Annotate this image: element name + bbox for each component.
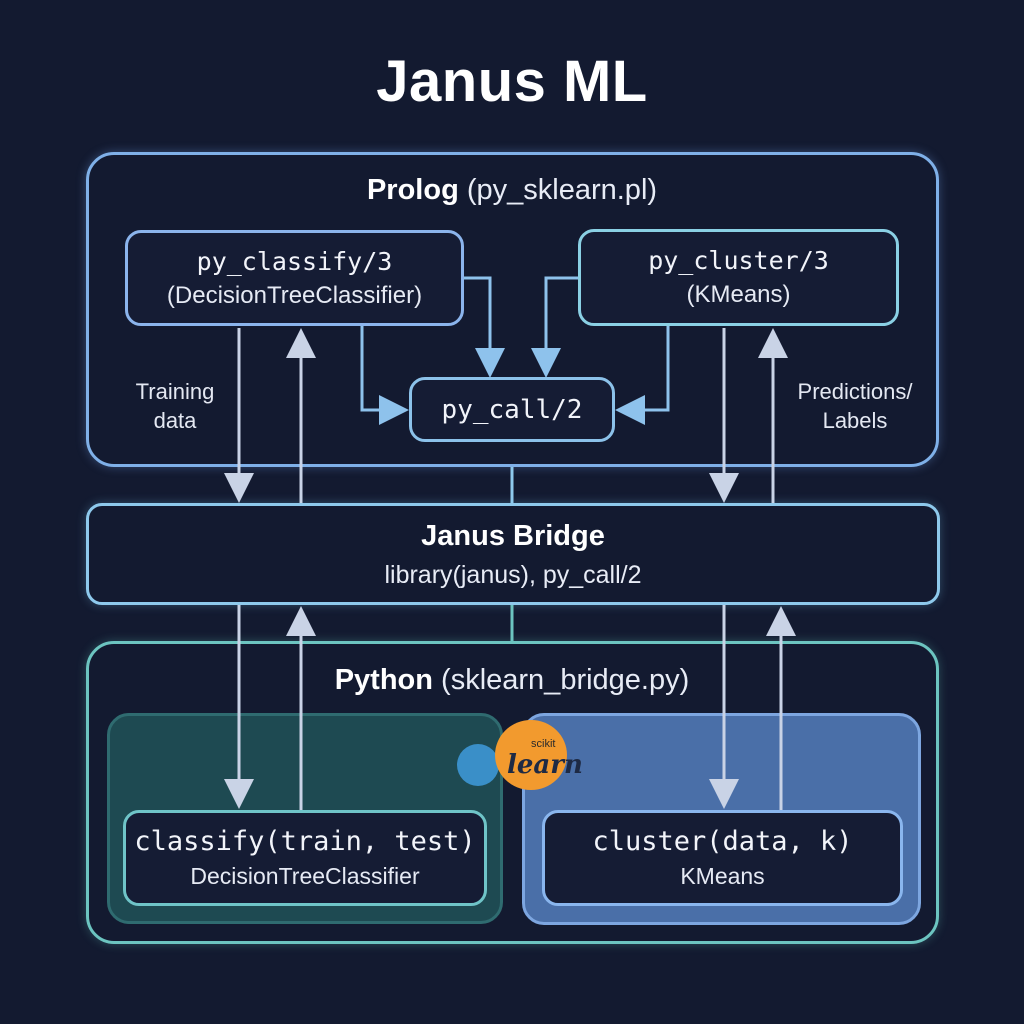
py-classify-name: py_classify/3 [196, 246, 393, 276]
py-cluster-detail: (KMeans) [686, 281, 791, 308]
predictions-label-line1: Predictions/ [797, 379, 913, 404]
classify-function-name: classify(train, test) [134, 826, 476, 857]
python-label-file: (sklearn_bridge.py) [432, 664, 690, 696]
cluster-function-node: cluster(data, k) KMeans [542, 810, 903, 906]
prolog-panel [86, 152, 939, 467]
scikit-learn-logo: scikit learn [455, 720, 590, 800]
py-cluster-name: py_cluster/3 [648, 246, 829, 275]
janus-bridge-subtitle: library(janus), py_call/2 [384, 561, 642, 589]
py-call-name: py_call/2 [441, 394, 583, 425]
classify-function-detail: DecisionTreeClassifier [190, 863, 420, 889]
cluster-to-pycall-arrow [531, 276, 578, 378]
training-label-line1: Training [135, 379, 215, 404]
janus-bridge-title: Janus Bridge [421, 520, 605, 552]
py-classify-node: py_classify/3 (DecisionTreeClassifier) [125, 230, 464, 326]
classify-to-pycall-arrow [464, 276, 505, 378]
cluster-down-to-pycall-arrow [615, 326, 670, 425]
prolog-section-label: Prolog (py_sklearn.pl) [0, 174, 1024, 207]
predictions-labels-label: Predictions/ Labels [778, 377, 932, 435]
python-panel [86, 641, 939, 944]
py-classify-detail: (DecisionTreeClassifier) [166, 281, 423, 309]
diagram-title: Janus ML [376, 49, 648, 114]
predictions-label-line2: Labels [822, 408, 888, 433]
training-data-label: Training data [115, 377, 235, 435]
logo-small-text: scikit [531, 738, 556, 750]
classify-down-to-pycall-arrow [360, 326, 409, 425]
cluster-function-detail: KMeans [680, 863, 765, 889]
logo-orange-circle [495, 720, 567, 790]
classify-function-node: classify(train, test) DecisionTreeClassi… [123, 810, 487, 906]
logo-blue-circle [457, 744, 499, 786]
python-section-label: Python (sklearn_bridge.py) [0, 664, 1024, 697]
python-label-bold: Python [334, 664, 433, 696]
py-cluster-node: py_cluster/3 (KMeans) [578, 229, 899, 326]
prolog-label-bold: Prolog [366, 174, 459, 206]
training-label-line2: data [153, 408, 197, 433]
py-call-node: py_call/2 [409, 377, 615, 442]
cluster-function-name: cluster(data, k) [592, 826, 853, 857]
janus-bridge-panel [86, 503, 940, 605]
prolog-label-file: (py_sklearn.pl) [458, 174, 658, 206]
logo-big-text: learn [507, 750, 583, 780]
